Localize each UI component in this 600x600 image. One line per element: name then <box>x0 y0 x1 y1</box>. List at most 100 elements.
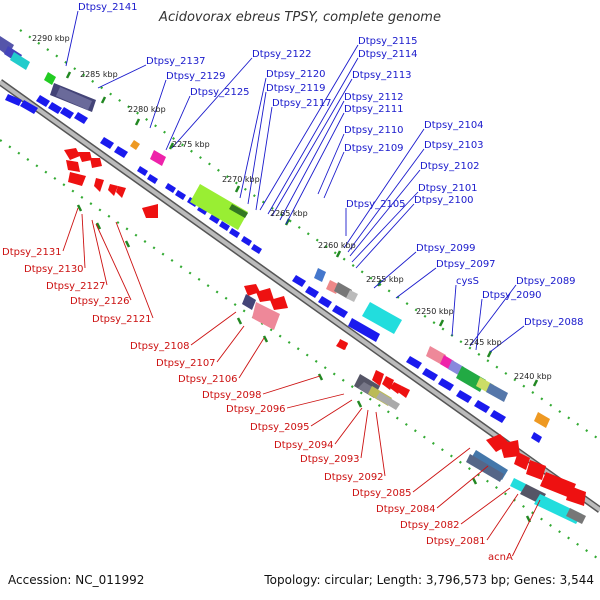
genome-summary-text: Topology: circular; Length: 3,796,573 bp… <box>264 573 594 587</box>
forward-gene-label: Dtpsy_2117 <box>272 98 332 109</box>
label-connector <box>343 128 425 249</box>
reverse-gene-label: Dtpsy_2130 <box>24 264 84 275</box>
label-connector <box>334 407 363 445</box>
outer-dotted-tracks <box>0 29 600 561</box>
forward-gene-label: Dtpsy_2110 <box>344 125 404 136</box>
upper-feature-blocks <box>0 36 550 428</box>
reverse-gene-label: Dtpsy_2095 <box>250 422 310 433</box>
accession-text: Accession: NC_011992 <box>8 573 145 587</box>
label-connector <box>279 100 345 221</box>
label-connector <box>355 203 415 269</box>
reverse-gene-label: Dtpsy_2127 <box>46 281 106 292</box>
label-connector <box>97 64 147 89</box>
forward-gene-label: Dtpsy_2088 <box>524 317 584 328</box>
reverse-gene-label: Dtpsy_2096 <box>226 404 286 415</box>
forward-gene-label: Dtpsy_2103 <box>424 140 484 151</box>
label-connector <box>285 112 345 225</box>
ruler-label: 2260 kbp <box>318 241 356 250</box>
forward-gene-label: Dtpsy_2090 <box>482 290 542 301</box>
reverse-gene-label: Dtpsy_2121 <box>92 314 152 325</box>
forward-gene-label: Dtpsy_2114 <box>358 49 418 60</box>
reverse-gene-label: Dtpsy_2098 <box>202 390 262 401</box>
forward-gene-label: cysS <box>456 276 479 287</box>
label-connector <box>81 213 86 269</box>
label-connector <box>347 148 425 253</box>
label-connector <box>317 133 345 195</box>
label-connector <box>511 499 541 557</box>
forward-gene-label: Dtpsy_2097 <box>436 259 496 270</box>
label-connector <box>451 284 457 337</box>
label-connector <box>149 79 167 129</box>
forward-gene-label: Dtpsy_2100 <box>414 195 474 206</box>
reverse-gene-label: Dtpsy_2085 <box>352 488 412 499</box>
reverse-gene-label: Dtpsy_2108 <box>130 341 190 352</box>
forward-gene-label: Dtpsy_2112 <box>344 92 404 103</box>
forward-gene-label: Dtpsy_2099 <box>416 243 476 254</box>
ruler-label: 2250 kbp <box>416 307 454 316</box>
forward-gene-labels: Dtpsy_2141Dtpsy_2137Dtpsy_2129Dtpsy_2125… <box>78 2 584 328</box>
label-connector <box>267 57 359 215</box>
label-connector <box>375 411 386 477</box>
forward-gene-label: Dtpsy_2105 <box>346 199 406 210</box>
label-connector <box>259 44 359 211</box>
label-connector <box>165 95 191 151</box>
label-connector <box>486 493 519 541</box>
forward-gene-label: Dtpsy_2115 <box>358 36 418 47</box>
reverse-gene-label: Dtpsy_2092 <box>324 472 384 483</box>
label-connector <box>62 207 79 252</box>
ruler-label: 2265 kbp <box>270 209 308 218</box>
map-title: Acidovorax ebreus TPSY, complete genome <box>159 10 441 25</box>
reverse-gene-label: Dtpsy_2126 <box>70 296 130 307</box>
label-connector <box>412 447 471 493</box>
label-connector <box>323 151 345 199</box>
reverse-gene-label: Dtpsy_2084 <box>376 504 436 515</box>
forward-gene-label: Dtpsy_2102 <box>420 161 480 172</box>
forward-gene-label: Dtpsy_2120 <box>266 69 326 80</box>
ruler-label: 2280 kbp <box>128 105 166 114</box>
label-connector <box>395 267 437 299</box>
ruler-label: 2240 kbp <box>514 372 552 381</box>
label-connector <box>255 106 273 211</box>
label-connector <box>190 311 237 346</box>
reverse-gene-label: Dtpsy_2094 <box>274 440 334 451</box>
forward-gene-label: Dtpsy_2101 <box>418 183 478 194</box>
label-connector <box>95 223 132 301</box>
label-connector <box>239 77 267 199</box>
label-connector <box>286 393 345 409</box>
label-connector <box>460 487 511 525</box>
forward-gene-label: Dtpsy_2119 <box>266 83 326 94</box>
label-connector <box>360 409 369 459</box>
forward-gene-label: Dtpsy_2089 <box>516 276 576 287</box>
forward-gene-label: Dtpsy_2109 <box>344 143 404 154</box>
label-connector <box>489 325 525 353</box>
label-connector <box>351 191 419 263</box>
ruler-label: 2285 kbp <box>80 70 118 79</box>
lower-ruler-ticks <box>76 204 532 523</box>
reverse-gene-label: Dtpsy_2107 <box>156 358 216 369</box>
label-connector <box>65 10 79 67</box>
forward-gene-label: Dtpsy_2104 <box>424 120 484 131</box>
ruler-label: 2245 kbp <box>464 338 502 347</box>
label-connector <box>349 169 421 257</box>
label-connector <box>238 337 265 379</box>
forward-gene-label: Dtpsy_2122 <box>252 49 312 60</box>
forward-genes <box>5 94 542 443</box>
forward-gene-label: Dtpsy_2129 <box>166 71 226 82</box>
label-connector <box>247 91 267 205</box>
forward-gene-label: Dtpsy_2111 <box>344 104 404 115</box>
reverse-gene-label: Dtpsy_2093 <box>300 454 360 465</box>
label-connector <box>373 251 417 289</box>
forward-gene-label: Dtpsy_2137 <box>146 56 206 67</box>
label-connector <box>262 375 321 395</box>
label-connector <box>216 325 245 363</box>
reverse-gene-label: acnA <box>488 552 513 563</box>
label-connector <box>310 399 353 427</box>
label-connectors <box>62 10 541 557</box>
label-connector <box>436 465 489 509</box>
ruler-label: 2290 kbp <box>32 34 70 43</box>
forward-gene-label: Dtpsy_2113 <box>352 70 412 81</box>
reverse-gene-labels: Dtpsy_2131Dtpsy_2130Dtpsy_2127Dtpsy_2126… <box>2 247 513 563</box>
